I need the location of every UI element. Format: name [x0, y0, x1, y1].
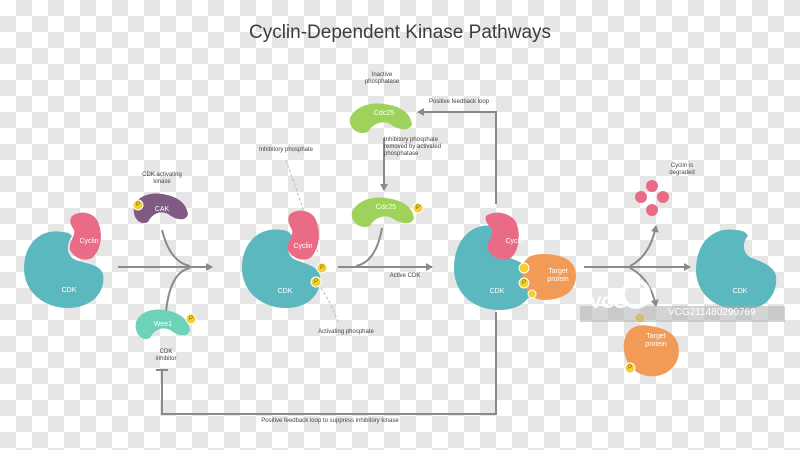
arrow-cak-curve: [161, 229, 191, 267]
cdc25-inactive-shape: [349, 103, 412, 134]
label-cyclin-3: Cyclin: [505, 238, 525, 245]
phosphate-target-1c: [527, 289, 537, 299]
phosphate-letter-target-2: P: [627, 365, 632, 371]
phosphate-cak: [132, 199, 144, 211]
annotation-active-cdk: Active CDK: [389, 273, 421, 279]
watermark-banner: [580, 306, 785, 322]
cyclin-shape-2: [287, 210, 319, 260]
label-cdk-1: CDK: [61, 287, 77, 294]
watermark-brand: VCG: [590, 293, 627, 312]
phosphate-wee1: [185, 313, 197, 325]
phosphate-letter-cak: P: [135, 202, 140, 208]
phosphate-letter-activating: P: [313, 279, 318, 285]
label-cdk-3: CDK: [489, 288, 505, 295]
target-shape-1: [521, 254, 576, 300]
phosphate-target-2b: [624, 362, 636, 374]
annotation-bottom-loop: Positive feedback loop to suppress inhib…: [261, 418, 399, 424]
annotation-inactive-phosphatase: Inactive phosphatase: [364, 72, 400, 85]
label-cdc25-inactive: Cdc25: [373, 110, 395, 117]
label-target-2: Target protein: [645, 333, 667, 348]
annotation-cdk-activating-kinase: CDK activating kinase: [142, 172, 182, 185]
label-cak: CAK: [154, 206, 170, 213]
annotation-cyclin-degraded: Cyclin is degraded: [669, 163, 695, 176]
watermark-id: VCG211480290769: [668, 307, 756, 318]
label-cdk-2: CDK: [277, 288, 293, 295]
cyclin-fragment-4: [646, 204, 658, 216]
label-wee1: Wee1: [153, 321, 173, 328]
cyclin-fragment-1: [646, 180, 658, 192]
cdk-shape-4: [696, 229, 777, 310]
cyclin-fragment-3: [657, 191, 669, 203]
annotation-positive-feedback-loop: Positive feedback loop: [428, 99, 490, 105]
arrow-target-release: [629, 267, 659, 307]
page-title: Cyclin-Dependent Kinase Pathways: [248, 22, 552, 43]
cak-shape: [133, 193, 188, 224]
phosphate-activating: [310, 276, 322, 288]
label-target-1: Target protein: [547, 268, 569, 283]
arrow-bottom-loop: [161, 312, 497, 415]
annotation-inhibitory-phosphate: Inhibitory phosphate: [258, 147, 314, 153]
arrow-wee1-curve: [165, 267, 191, 313]
cyclin-shape-3: [485, 212, 519, 260]
label-cyclin-1: Cyclin: [79, 238, 99, 245]
annotation-activating-phosphate: Activating phosphate: [318, 329, 374, 335]
phosphate-target-1a: [518, 262, 530, 274]
arrow-cyclin-degrade: [629, 225, 659, 267]
annotation-cdk-inhibitor: CDK inhibitor: [155, 349, 177, 362]
target-shape-2: [623, 325, 679, 377]
label-cyclin-2: Cyclin: [293, 243, 313, 250]
arrow-cdc25-curve: [355, 227, 383, 267]
phosphate-inhibitory: [316, 262, 328, 274]
cdk-shape-2: [242, 229, 321, 308]
label-cdk-4: CDK: [732, 288, 748, 295]
cdk-shape-3: [454, 225, 535, 310]
cdc25-active-shape: [351, 197, 414, 228]
phosphate-letter-inhibitory: P: [319, 265, 324, 271]
arrow-feedback-loop: [417, 108, 497, 204]
dashed-activating-line: [317, 283, 339, 323]
phosphate-letter-target: P: [521, 280, 526, 286]
watermark-logo: [621, 279, 651, 309]
cyclin-shape-1: [69, 212, 101, 260]
cyclin-fragment-2: [635, 191, 647, 203]
phosphate-letter-wee1: P: [188, 316, 193, 322]
annotation-inhibitory-phosphate-removed: Inhibitory phosphate removed by activate…: [384, 137, 442, 157]
phosphate-letter-cdc25: P: [415, 205, 420, 211]
cdk-shape-1: [24, 231, 104, 308]
wee1-shape: [135, 309, 190, 340]
phosphate-cdc25: [412, 202, 424, 214]
phosphate-target-1b: [518, 277, 530, 289]
label-cdc25-active: Cdc25: [375, 204, 397, 211]
